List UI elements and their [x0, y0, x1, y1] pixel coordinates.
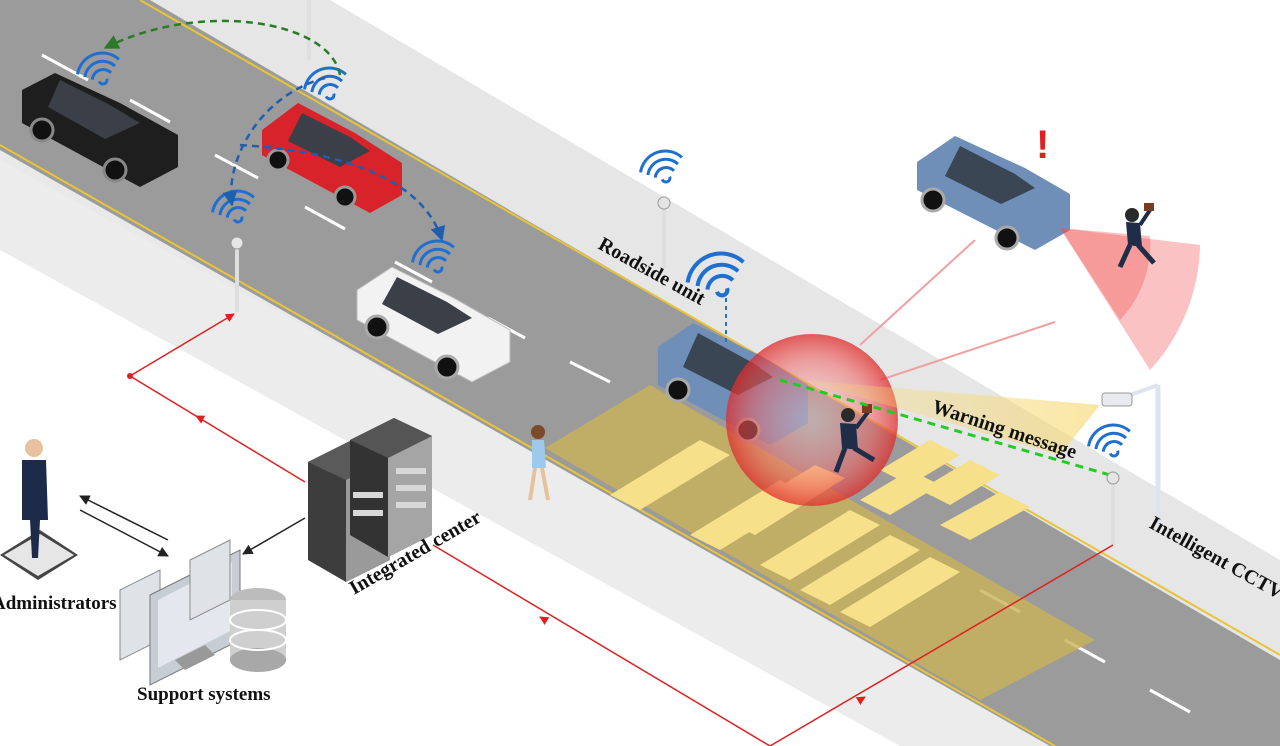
- v2v-link-return: [103, 19, 342, 76]
- car-black: [22, 73, 178, 187]
- walking-pedestrian: [528, 425, 550, 501]
- support-systems-label: Support systems: [137, 684, 271, 705]
- alert-icon: !: [1036, 123, 1049, 167]
- rsu-pole-center: [657, 196, 671, 268]
- alert-zone-bubble: [726, 334, 898, 506]
- cctv-pole: [1101, 383, 1161, 525]
- integrated-center-servers: [308, 418, 432, 582]
- road-edge-far: [139, 0, 1280, 656]
- car-red: [262, 103, 402, 213]
- cctv-beam: [800, 380, 1100, 455]
- administrator-figure: [0, 439, 78, 580]
- running-person-crosswalk: [833, 404, 876, 473]
- warning-message-link: [779, 378, 1111, 477]
- detection-fan: [1060, 228, 1200, 370]
- admin-links: [79, 495, 306, 557]
- road-edge-near: [0, 144, 1056, 746]
- administrators-label: Administrators: [0, 593, 117, 614]
- car-blue-cctv-view: [917, 136, 1070, 251]
- rsu-pole-left: [230, 236, 244, 312]
- crosswalk-stripes: [610, 440, 1030, 627]
- rsu-pole-crosswalk: [1106, 471, 1120, 545]
- v2v-link-right: [239, 143, 446, 242]
- running-person-cctv: [1117, 203, 1156, 269]
- support-systems: [119, 539, 287, 686]
- cctv-camera: [1101, 392, 1133, 407]
- cctv-detection-view: !: [859, 123, 1200, 381]
- car-white: [356, 266, 511, 383]
